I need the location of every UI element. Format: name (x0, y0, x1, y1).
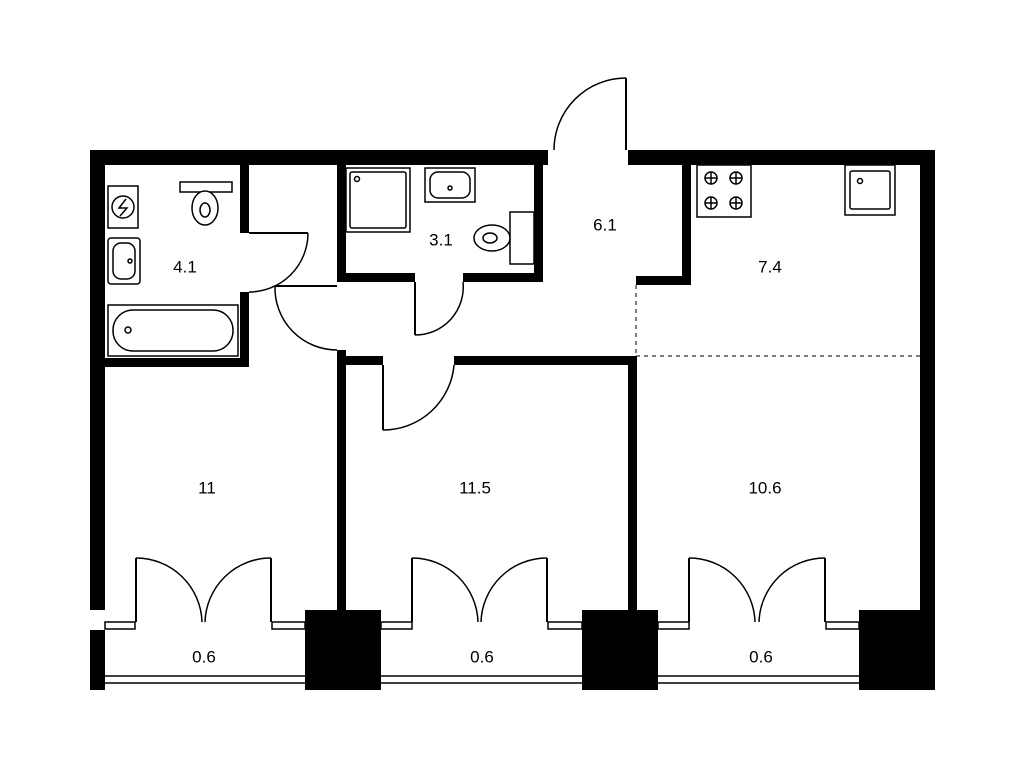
interior-walls (105, 165, 691, 610)
balcony-sills (104, 621, 860, 630)
toilet-icon (473, 211, 535, 265)
room-labels: 4.1 3.1 6.1 7.4 11 11.5 10.6 0.6 0.6 0.6 (173, 215, 782, 666)
shower-tray-icon (345, 167, 411, 233)
interior-doors (248, 77, 627, 431)
balcony-railings (105, 675, 859, 684)
exterior-walls (90, 150, 935, 690)
bathtub-icon (107, 304, 239, 357)
room-area-balcony-left: 0.6 (192, 647, 216, 666)
room-area-bedroom-middle: 11.5 (459, 478, 491, 497)
room-area-bedroom-left: 11 (198, 478, 216, 497)
room-area-balcony-middle: 0.6 (470, 647, 494, 666)
room-area-hall: 6.1 (593, 215, 617, 234)
stove-icon (696, 164, 752, 218)
room-area-wc: 3.1 (429, 230, 453, 249)
room-area-balcony-right: 0.6 (749, 647, 773, 666)
room-area-bathroom: 4.1 (173, 257, 197, 276)
sink-icon (844, 164, 896, 216)
toilet-icon (179, 181, 233, 226)
room-area-kitchen: 7.4 (758, 257, 782, 276)
room-area-living-room: 10.6 (748, 478, 781, 497)
sink-icon (107, 237, 141, 285)
washing-machine-icon (107, 185, 139, 229)
zone-divider (635, 285, 920, 357)
sink-icon (424, 167, 476, 203)
balcony-doors (135, 557, 826, 623)
